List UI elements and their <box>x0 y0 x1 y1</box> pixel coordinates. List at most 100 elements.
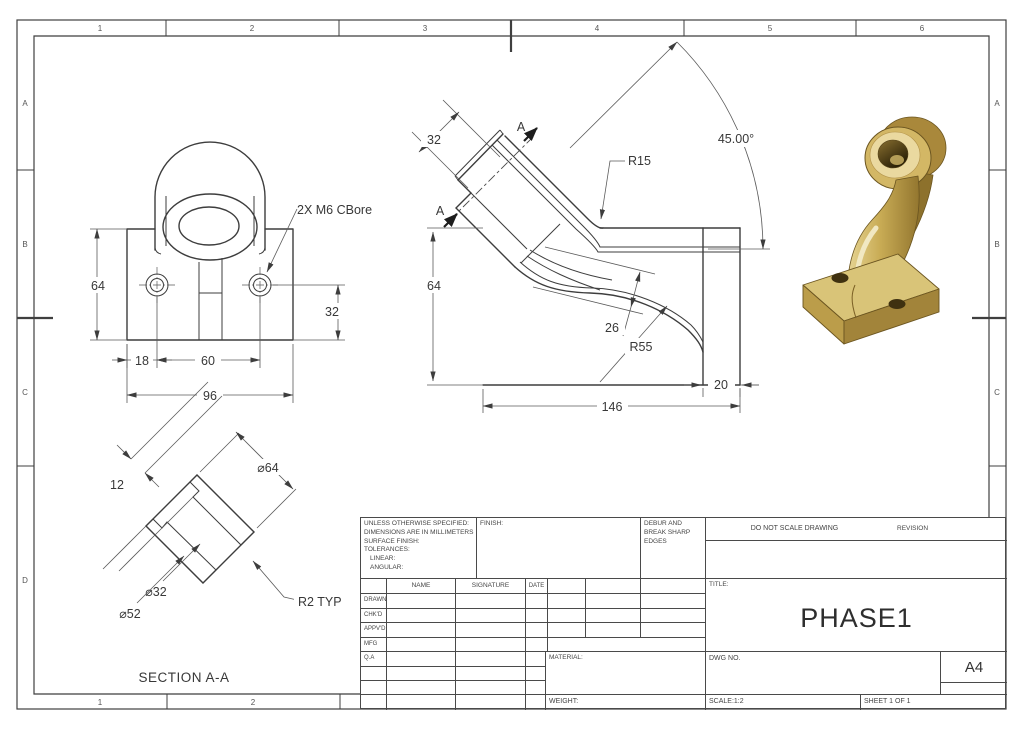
header-extra-cell <box>548 579 586 594</box>
material-cell: MATERIAL: <box>546 652 706 695</box>
drawing-title: PHASE1 <box>800 602 913 633</box>
blank-row-cell <box>361 681 387 695</box>
header-extra-cell <box>586 579 641 594</box>
base-front-face <box>843 288 940 345</box>
blank-row-cell <box>456 667 526 681</box>
row-label-mfg: MFG <box>361 638 387 652</box>
bottom-blank-cell <box>456 695 526 710</box>
note-line: SURFACE FINISH: <box>364 537 420 545</box>
zone-top-3: 3 <box>423 24 428 33</box>
dim-side-height: 64 <box>427 279 441 293</box>
dim-section-cbore-depth: 12 <box>110 478 124 492</box>
revision-label: REVISION <box>897 525 929 532</box>
blank-row-cell <box>387 681 456 695</box>
dim-section-fillet: R2 TYP <box>298 595 342 609</box>
header-extra-cell <box>641 579 706 594</box>
zone-top-6: 6 <box>920 24 925 33</box>
dim-section-cbore-dia: ⌀52 <box>119 607 140 621</box>
dim-front-hole-spacing: 60 <box>201 354 215 368</box>
mfg-signature-cell <box>456 638 526 652</box>
row-label-appvd: APPV'D <box>361 623 387 638</box>
note-line: TOLERANCES: <box>364 546 410 554</box>
sheet-label: SHEET 1 OF 1 <box>864 698 911 705</box>
dim-front-edge-offset: 18 <box>135 354 149 368</box>
dwg-no-cell: DWG NO. <box>706 652 941 695</box>
appvd-extra-cell <box>548 623 586 638</box>
title-label: TITLE: <box>709 581 729 588</box>
note-line: DIMENSIONS ARE IN MILLIMETERS <box>364 528 474 536</box>
bottom-blank-cell <box>387 695 456 710</box>
do-not-scale-cell: DO NOT SCALE DRAWING <box>706 518 883 541</box>
section-view-geometry <box>145 474 255 584</box>
zone-left-a: A <box>22 99 28 108</box>
chkd-extra-cell <box>586 609 641 623</box>
date-label: DATE <box>528 582 545 589</box>
zone-top-5: 5 <box>768 24 773 33</box>
revision-cell: REVISION <box>883 518 1007 541</box>
note-line: LINEAR: <box>370 555 396 563</box>
dim-side-r15: R15 <box>628 154 651 168</box>
scale-cell: SCALE:1:2 <box>706 695 861 710</box>
zone-right-c: C <box>994 388 1000 397</box>
drawn-extra-cell <box>548 594 586 609</box>
appvd-name-cell <box>387 623 456 638</box>
note-line: ANGULAR: <box>370 563 404 571</box>
zone-top-1: 1 <box>98 24 103 33</box>
signature-column-header: SIGNATURE <box>456 579 526 594</box>
qa-signature-cell <box>456 652 526 667</box>
blank-row-cell <box>456 681 526 695</box>
section-view-dimensions: 12 ⌀64 ⌀32 ⌀52 R2 TYP <box>102 381 348 621</box>
date-column-header: DATE <box>526 579 548 594</box>
dim-side-length: 146 <box>602 400 623 414</box>
side-view: A A 32 64 45.00° R15 <box>411 41 770 414</box>
deburr-line: DEBUR AND <box>644 520 682 527</box>
tolerance-notes-cell: UNLESS OTHERWISE SPECIFIED: DIMENSIONS A… <box>361 518 477 579</box>
header-blank-cell <box>361 579 387 594</box>
revision-space-cell <box>706 541 1007 579</box>
scale-label: SCALE:1:2 <box>709 698 744 705</box>
zone-bottom-1: 1 <box>98 698 103 707</box>
name-label: NAME <box>411 581 431 589</box>
bottom-blank-cell <box>526 695 546 710</box>
chkd-date-cell <box>526 609 548 623</box>
drawn-date-cell <box>526 594 548 609</box>
dim-front-height: 64 <box>91 279 105 293</box>
zone-bottom-2: 2 <box>251 698 256 707</box>
zone-right-b: B <box>994 240 999 249</box>
zone-top-2: 2 <box>250 24 255 33</box>
dim-side-angle: 45.00° <box>718 132 754 146</box>
finish-label: FINISH: <box>480 520 504 527</box>
dim-front-hole-height: 32 <box>325 305 339 319</box>
zone-left-d: D <box>22 576 28 585</box>
side-view-section-line: A A <box>436 120 538 228</box>
qa-name-cell <box>387 652 456 667</box>
weight-cell: WEIGHT: <box>546 695 706 710</box>
drawn-extra-cell <box>586 594 641 609</box>
appvd-date-cell <box>526 623 548 638</box>
appvd-extra-cell <box>586 623 641 638</box>
sheet-border: 1 2 3 4 5 6 1 2 A B C D A B C <box>16 19 1007 710</box>
bore-glow <box>890 155 904 165</box>
dim-side-boss: 32 <box>427 133 441 147</box>
front-view-geometry <box>126 141 294 341</box>
deburr-cell: DEBUR AND BREAK SHARP EDGES <box>641 518 706 579</box>
do-not-scale-label: DO NOT SCALE DRAWING <box>750 525 839 533</box>
dwg-no-label: DWG NO. <box>709 655 741 662</box>
zone-left-c: C <box>22 388 28 397</box>
front-view-dimensions: 64 32 18 60 96 2X M6 CBore <box>85 203 372 403</box>
finish-cell: FINISH: <box>477 518 641 579</box>
arm-base-fillet <box>851 284 857 319</box>
section-mark-top: A <box>517 120 526 134</box>
chkd-signature-cell <box>456 609 526 623</box>
blank-row-cell <box>361 667 387 681</box>
isometric-3d-view <box>802 116 947 345</box>
weight-label: WEIGHT: <box>549 698 579 705</box>
mfg-date-cell <box>526 638 548 652</box>
appvd-signature-cell <box>456 623 526 638</box>
dim-side-web: 26 <box>605 321 619 335</box>
drawn-extra-cell <box>641 594 706 609</box>
title-cell: TITLE: PHASE1 <box>706 579 1007 652</box>
drawn-signature-cell <box>456 594 526 609</box>
chkd-extra-cell <box>641 609 706 623</box>
material-label: MATERIAL: <box>549 654 583 661</box>
